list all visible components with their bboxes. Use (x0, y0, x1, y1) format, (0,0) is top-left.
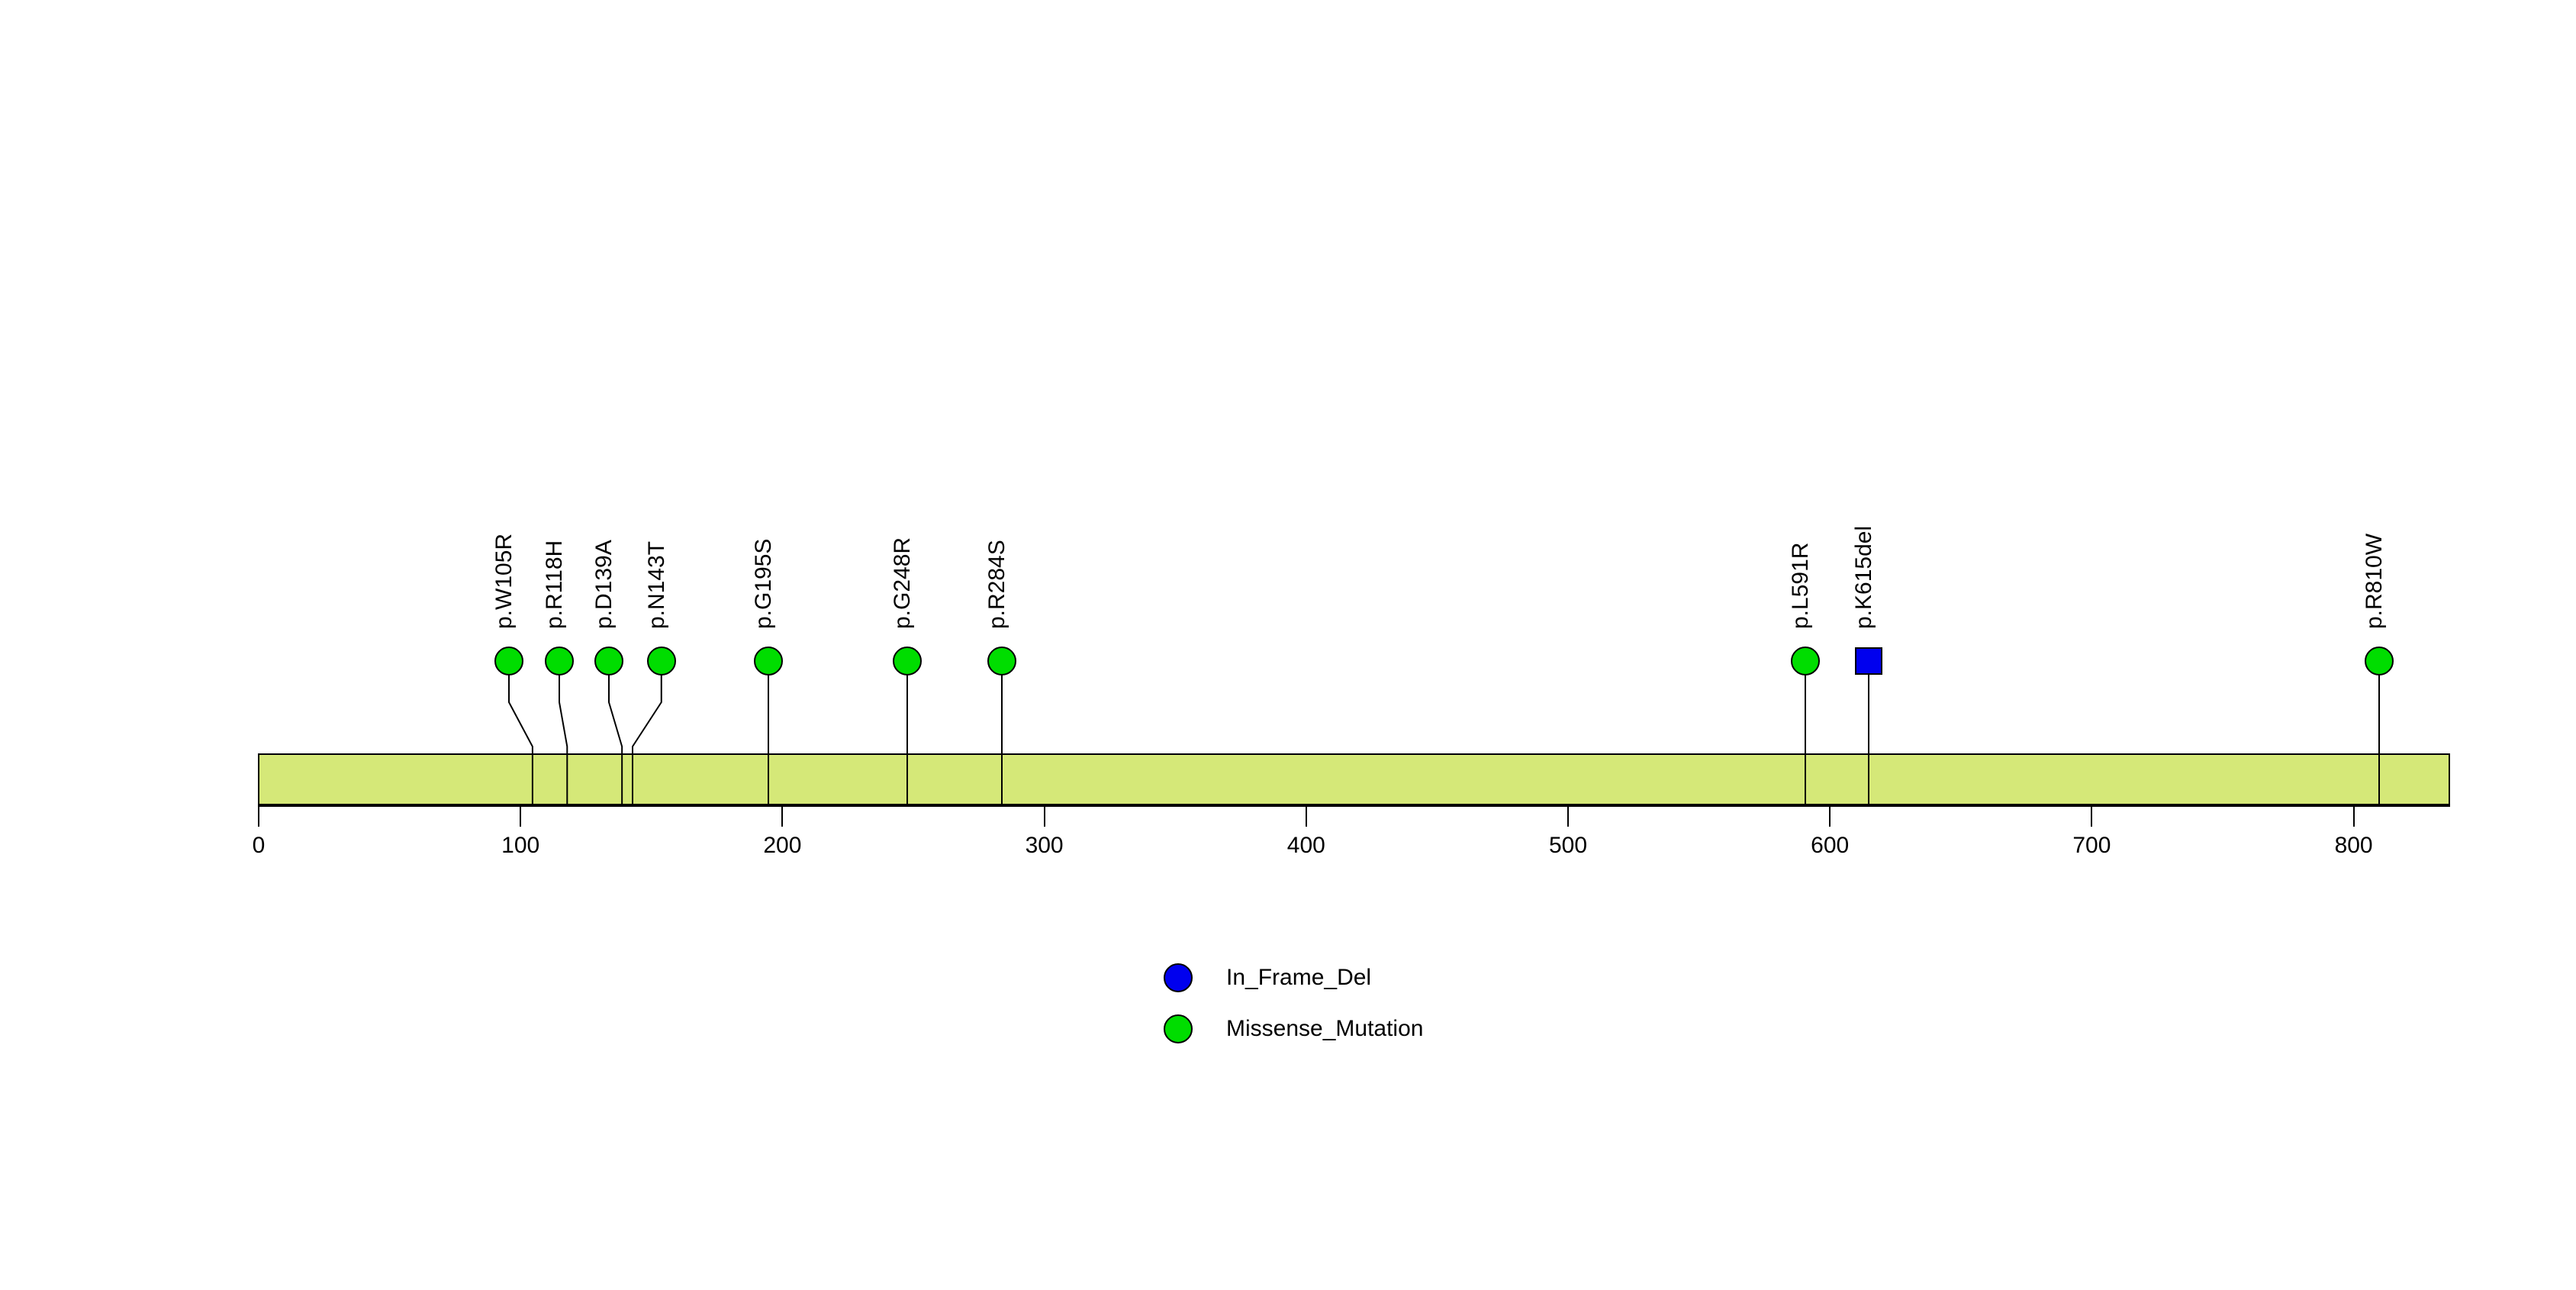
axis-tick-label: 100 (501, 833, 540, 858)
lollipop-head[interactable] (754, 647, 784, 676)
legend-swatch-icon (1164, 963, 1193, 992)
lollipop-head[interactable] (544, 647, 574, 676)
lollipop-label: p.N143T (643, 540, 669, 629)
axis-tick (1305, 805, 1307, 827)
lollipop-stem (1805, 661, 1807, 805)
lollipop-label: p.R118H (541, 540, 567, 629)
axis-tick-label: 500 (1548, 833, 1588, 858)
lollipop-label: p.R810W (2361, 533, 2387, 629)
axis-tick (520, 805, 522, 827)
legend-item[interactable]: Missense_Mutation (1164, 1014, 1423, 1043)
legend-label: Missense_Mutation (1226, 1016, 1424, 1041)
lollipop-label: p.K615del (1850, 525, 1876, 629)
lollipop-head[interactable] (1854, 647, 1882, 675)
axis-baseline (258, 805, 2450, 807)
axis-tick-label: 400 (1286, 833, 1325, 858)
lollipop-stem (508, 661, 534, 805)
lollipop-head[interactable] (494, 647, 524, 676)
axis-tick-label: 200 (763, 833, 802, 858)
lollipop-label: p.R284S (984, 540, 1009, 629)
axis-tick-label: 700 (2072, 833, 2111, 858)
lollipop-stem (768, 661, 770, 805)
axis-tick-label: 0 (252, 833, 266, 858)
lollipop-head[interactable] (2364, 647, 2394, 676)
axis-tick-label: 800 (2334, 833, 2373, 858)
legend-label: In_Frame_Del (1226, 965, 1372, 990)
lollipop-label: p.W105R (491, 533, 517, 629)
lollipop-stem (558, 661, 568, 805)
axis-tick (1567, 805, 1569, 827)
lollipop-label: p.L591R (1788, 542, 1814, 629)
lollipop-head[interactable] (594, 647, 623, 676)
axis-tick (2352, 805, 2355, 827)
lollipop-head[interactable] (646, 647, 676, 676)
lollipop-stem (2378, 661, 2380, 805)
lollipop-head[interactable] (1791, 647, 1821, 676)
axis-tick (781, 805, 784, 827)
axis-tick (1829, 805, 1831, 827)
lollipop-stem (1867, 661, 1869, 805)
axis-tick-label: 300 (1025, 833, 1064, 858)
protein-backbone-bar (258, 753, 2450, 805)
axis-tick (258, 805, 259, 827)
lollipop-label: p.G195S (751, 538, 777, 629)
lollipop-stem (607, 661, 623, 805)
lollipop-head[interactable] (893, 647, 923, 676)
legend-swatch-icon (1164, 1014, 1193, 1043)
lollipop-stem (1000, 661, 1003, 805)
lollipop-label: p.D139A (591, 540, 617, 629)
legend-item[interactable]: In_Frame_Del (1164, 963, 1371, 992)
axis-tick (2091, 805, 2093, 827)
lollipop-head[interactable] (987, 647, 1016, 676)
axis-tick (1043, 805, 1045, 827)
lollipop-stem (631, 661, 662, 805)
lollipop-stem (906, 661, 909, 805)
axis-tick-label: 600 (1811, 833, 1850, 858)
lollipop-label: p.G248R (890, 537, 916, 629)
